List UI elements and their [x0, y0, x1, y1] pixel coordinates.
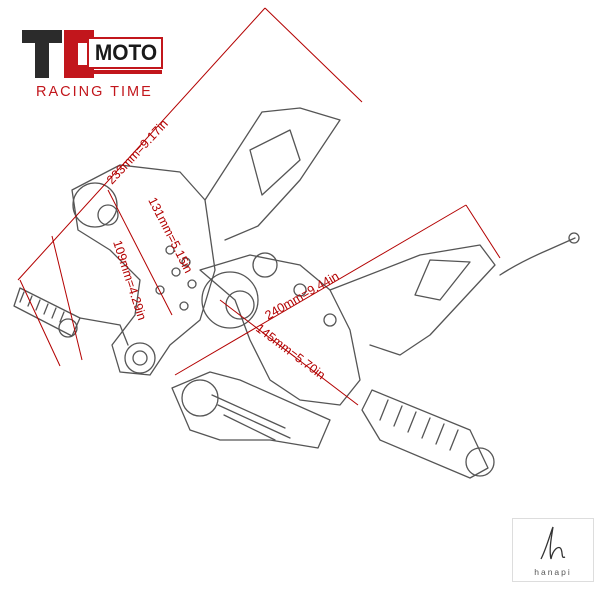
dim-line-overall-length — [17, 7, 266, 281]
dim-line-right-hole-spacing — [219, 299, 359, 406]
watermark: hanapi — [512, 518, 594, 582]
dim-right-hole-spacing: 145mm=5.70in — [253, 321, 328, 382]
brand-logo: MOTO RACING TIME — [22, 28, 167, 106]
brand-logo-mark — [22, 30, 163, 78]
brand-tagline: RACING TIME — [36, 84, 153, 100]
right-peg — [361, 389, 495, 479]
dim-hole-spacing: 131mm=5.15in — [145, 195, 195, 275]
brake-pedal — [171, 371, 331, 449]
right-heel-plate — [199, 244, 496, 406]
watermark-text: hanapi — [534, 567, 572, 577]
dim-line-right-length — [174, 204, 467, 376]
left-heel-plate — [71, 107, 341, 376]
brand-name: MOTO — [94, 40, 158, 65]
dim-line-height — [51, 235, 83, 361]
dim-line-hole-spacing — [107, 189, 173, 316]
dim-overall-length: 233mm=9.17in — [104, 117, 171, 187]
dimension-lines — [17, 7, 501, 406]
dim-height: 109mm=4.29in — [110, 239, 149, 322]
signature-mark-icon — [540, 526, 566, 560]
cable — [499, 237, 576, 276]
